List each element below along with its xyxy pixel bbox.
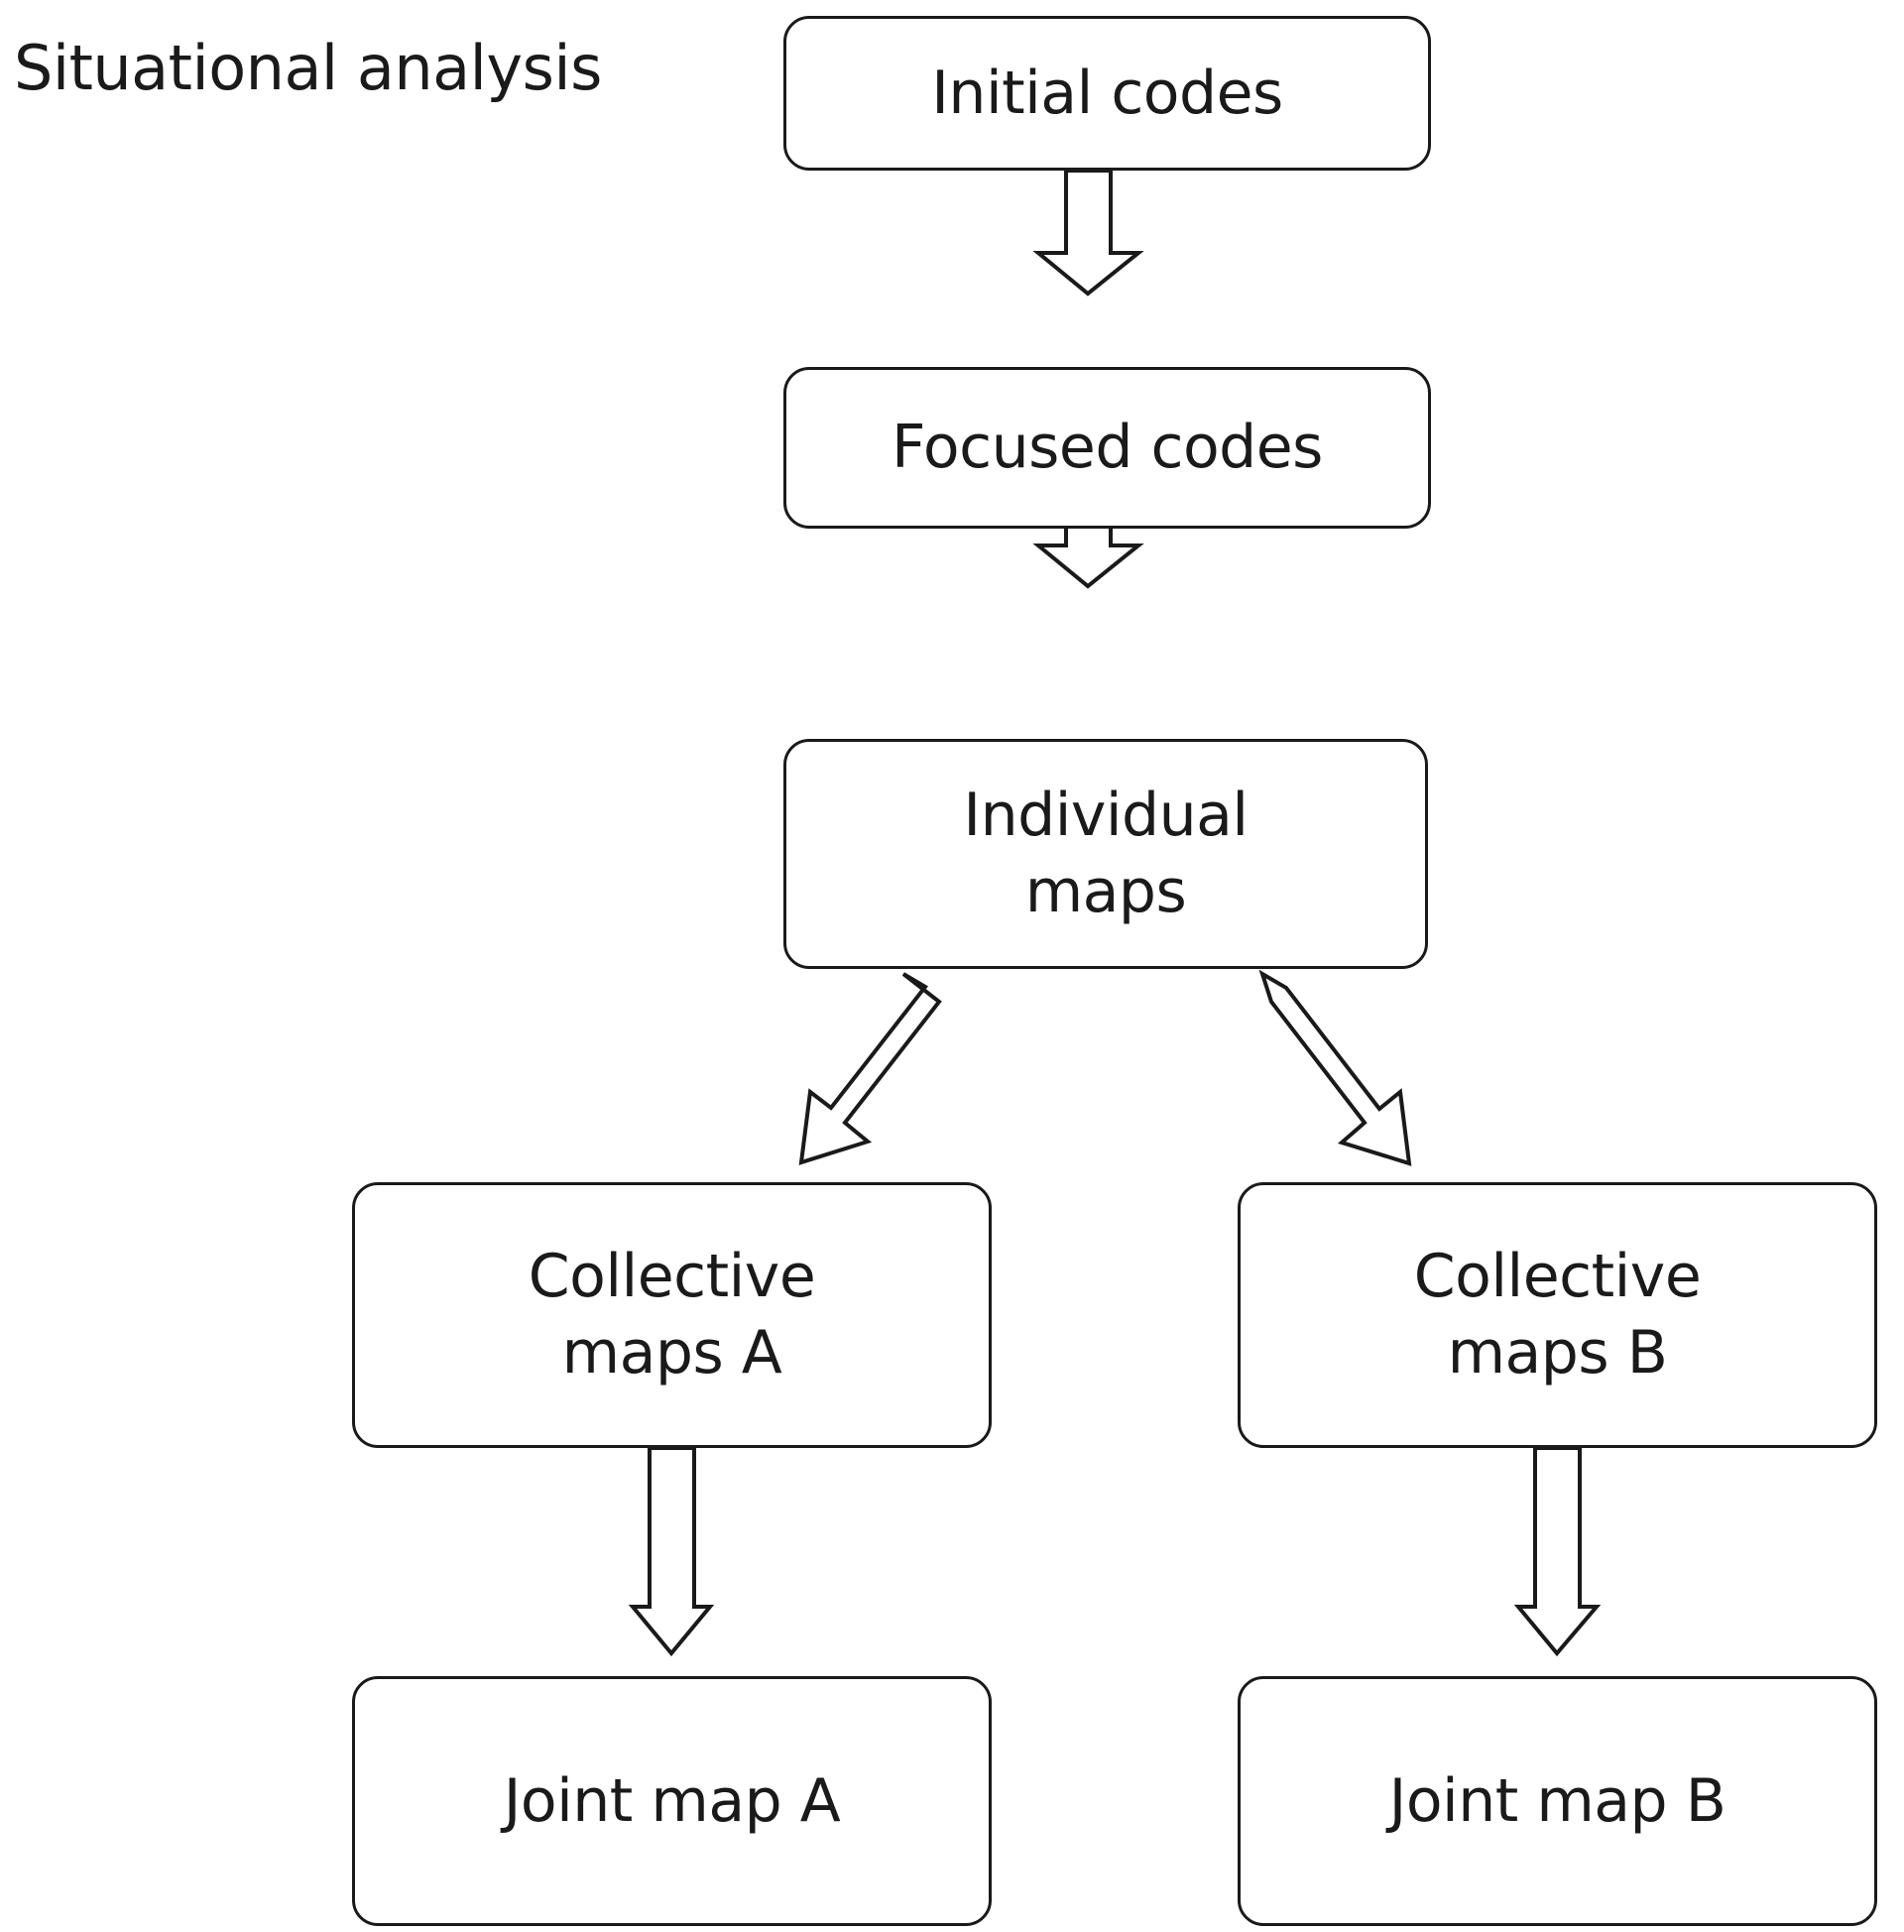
node-focused-codes[interactable]: Focused codes xyxy=(783,367,1431,529)
node-collective-maps-b[interactable]: Collective maps B xyxy=(1238,1182,1877,1448)
arrow-collective-b-to-joint-b-icon xyxy=(1513,1446,1602,1657)
node-joint-map-a-label: Joint map A xyxy=(503,1765,841,1836)
node-collective-maps-b-label: Collective maps B xyxy=(1413,1242,1702,1388)
diagram-title: Situational analysis xyxy=(14,32,602,104)
node-initial-codes[interactable]: Initial codes xyxy=(783,16,1431,171)
node-focused-codes-label: Focused codes xyxy=(892,413,1323,483)
arrow-individual-to-collective-a-icon xyxy=(798,972,942,1165)
node-joint-map-b-label: Joint map B xyxy=(1388,1765,1726,1836)
arrow-individual-to-collective-b-icon xyxy=(1258,969,1412,1166)
arrow-initial-to-focused-icon xyxy=(1032,169,1144,297)
node-joint-map-a[interactable]: Joint map A xyxy=(352,1676,992,1926)
arrow-collective-a-to-joint-a-icon xyxy=(628,1446,715,1657)
node-collective-maps-a-label: Collective maps A xyxy=(528,1242,816,1388)
node-joint-map-b[interactable]: Joint map B xyxy=(1238,1676,1877,1926)
node-individual-maps[interactable]: Individual maps xyxy=(783,739,1428,969)
node-individual-maps-label: Individual maps xyxy=(963,781,1249,926)
node-initial-codes-label: Initial codes xyxy=(931,58,1283,128)
node-collective-maps-a[interactable]: Collective maps A xyxy=(352,1182,992,1448)
